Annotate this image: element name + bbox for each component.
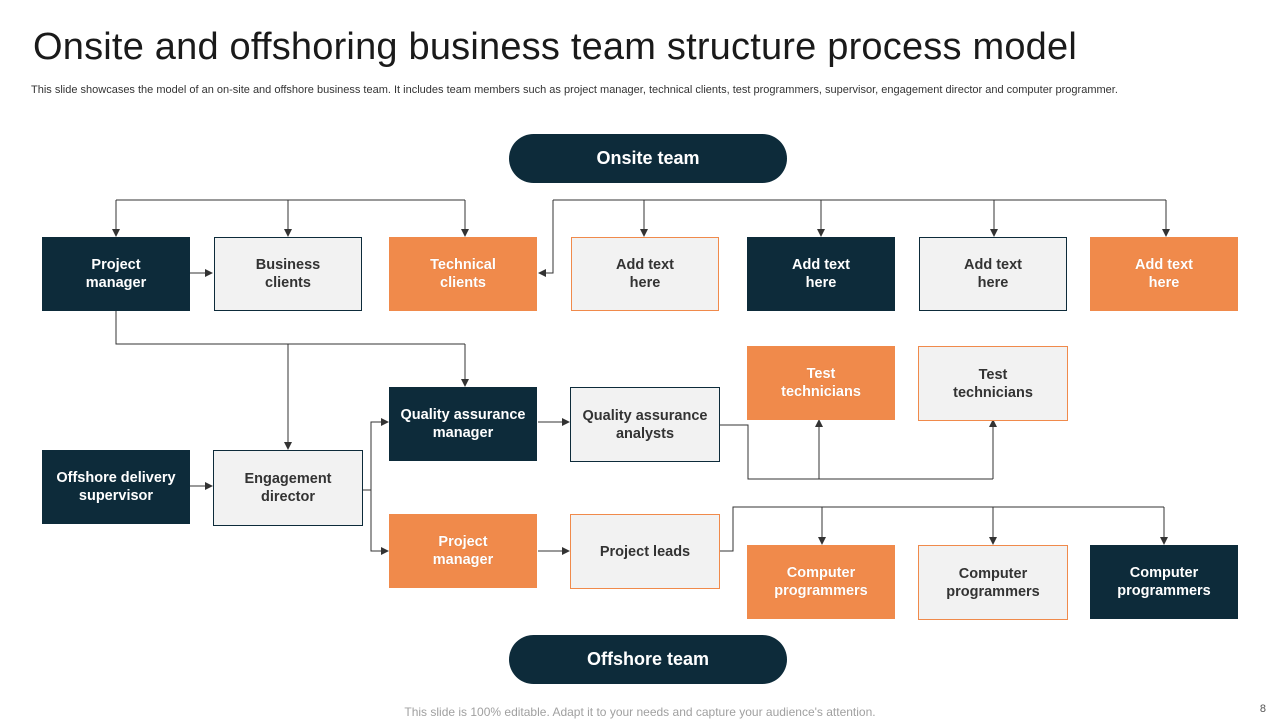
box-label: Computer programmers	[774, 565, 868, 599]
box-label: Engagement director	[244, 471, 332, 505]
box-label: Test technicians	[781, 366, 861, 400]
box-label: Add text here	[616, 257, 674, 291]
box-test-technicians-2: Test technicians	[918, 346, 1068, 421]
box-offshore-delivery-supervisor: Offshore delivery supervisor	[42, 450, 190, 524]
box-label: Project manager	[432, 534, 494, 568]
page-subtitle: This slide showcases the model of an on-…	[31, 84, 1118, 96]
box-add-text-3: Add text here	[919, 237, 1067, 311]
box-label: Add text here	[792, 257, 850, 291]
box-project-manager-offshore: Project manager	[389, 514, 537, 588]
box-technical-clients: Technical clients	[389, 237, 537, 311]
box-qa-analysts: Quality assurance analysts	[570, 387, 720, 462]
box-label: Computer programmers	[1117, 565, 1211, 599]
box-add-text-1: Add text here	[571, 237, 719, 311]
onsite-team-header: Onsite team	[509, 134, 787, 183]
box-label: Project leads	[599, 543, 691, 560]
box-computer-programmers-3: Computer programmers	[1090, 545, 1238, 619]
offshore-team-header: Offshore team	[509, 635, 787, 684]
box-label: Offshore delivery supervisor	[56, 470, 176, 504]
box-add-text-2: Add text here	[747, 237, 895, 311]
box-engagement-director: Engagement director	[213, 450, 363, 526]
box-label: Project manager	[85, 257, 147, 291]
box-label: Computer programmers	[946, 565, 1040, 600]
box-computer-programmers-2: Computer programmers	[918, 545, 1068, 620]
box-label: Technical clients	[430, 257, 496, 291]
box-qa-manager: Quality assurance manager	[389, 387, 537, 461]
box-add-text-4: Add text here	[1090, 237, 1238, 311]
box-computer-programmers-1: Computer programmers	[747, 545, 895, 619]
box-project-manager-onsite: Project manager	[42, 237, 190, 311]
box-test-technicians-1: Test technicians	[747, 346, 895, 420]
page-title: Onsite and offshoring business team stru…	[33, 26, 1077, 68]
box-label: Quality assurance analysts	[582, 407, 708, 442]
page-number: 8	[1259, 703, 1266, 715]
footer-note: This slide is 100% editable. Adapt it to…	[404, 705, 876, 719]
box-label: Quality assurance manager	[400, 407, 526, 441]
box-business-clients: Business clients	[214, 237, 362, 311]
box-label: Test technicians	[953, 366, 1033, 401]
box-label: Add text here	[1135, 257, 1193, 291]
box-project-leads: Project leads	[570, 514, 720, 589]
box-label: Add text here	[964, 257, 1022, 291]
box-label: Business clients	[255, 257, 321, 291]
